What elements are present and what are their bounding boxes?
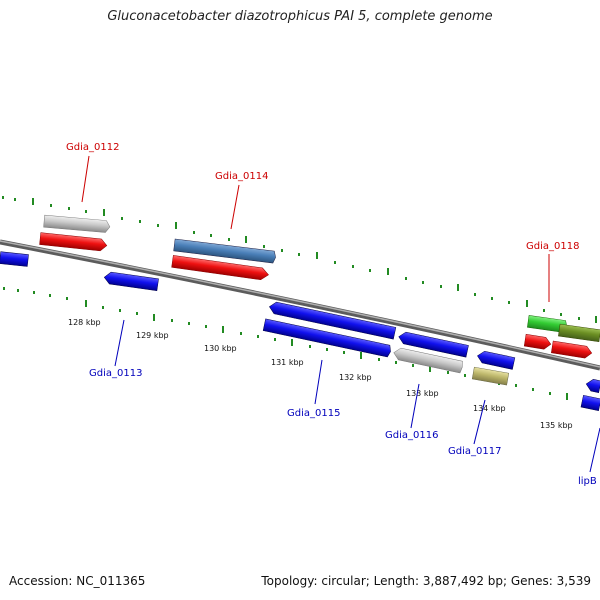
outer-ruler — [2, 196, 597, 323]
gene-feature-gdia0115-outer[interactable] — [268, 301, 397, 340]
gene-feature-gdia0112[interactable] — [39, 232, 108, 252]
tick-label-132: 132 kbp — [339, 373, 372, 382]
accession-text: Accession: NC_011365 — [9, 574, 146, 588]
gene-label-gdia0118[interactable]: Gdia_0118 — [526, 241, 579, 252]
tick-label-130: 130 kbp — [204, 344, 237, 353]
gene-feature-gdia0118[interactable] — [523, 333, 552, 350]
tick-label-129: 129 kbp — [136, 331, 169, 340]
gene-label-gdia0114[interactable]: Gdia_0114 — [215, 171, 268, 182]
gene-label-gdia0113[interactable]: Gdia_0113 — [89, 368, 142, 379]
gene-feature-grey-forward-1[interactable] — [43, 214, 111, 233]
label-leaders — [81, 155, 600, 473]
genome-backbone — [0, 239, 600, 371]
gene-feature-gdia0116[interactable] — [393, 347, 464, 374]
tick-label-133: 133 kbp — [406, 389, 439, 398]
inner-ruler — [3, 287, 585, 402]
gene-feature-blue-reverse-mid[interactable] — [398, 331, 469, 358]
gene-feature-olive-forward[interactable] — [558, 323, 600, 343]
gene-feature-red-forward-2[interactable] — [551, 340, 593, 359]
topology-text: Topology: circular; Length: 3,887,492 bp… — [261, 574, 591, 588]
gene-feature-gdia0117[interactable] — [471, 366, 510, 386]
tick-label-131: 131 kbp — [271, 358, 304, 367]
gene-feature-gdia0115[interactable] — [262, 318, 392, 358]
gene-feature-blue-reverse-right-1[interactable] — [585, 378, 600, 393]
gene-label-gdia0116[interactable]: Gdia_0116 — [385, 430, 438, 441]
map-title: Gluconacetobacter diazotrophicus PAI 5, … — [107, 9, 493, 24]
gene-feature-blue-reverse-left[interactable] — [0, 251, 29, 267]
gene-feature-lipB[interactable] — [580, 394, 600, 412]
gene-label-gdia0115[interactable]: Gdia_0115 — [287, 408, 340, 419]
gene-feature-gdia0114-partner[interactable] — [173, 238, 277, 264]
gene-label-gdia0117[interactable]: Gdia_0117 — [448, 446, 501, 457]
gene-label-gdia0112[interactable]: Gdia_0112 — [66, 142, 119, 153]
gene-label-lipB[interactable]: lipB — [578, 476, 597, 487]
gene-feature-gdia0114[interactable] — [171, 255, 270, 281]
tick-label-135: 135 kbp — [540, 421, 573, 430]
tick-label-128: 128 kbp — [68, 318, 101, 327]
genome-backbone-highlight — [0, 240, 600, 368]
gene-feature-blue-reverse-small[interactable] — [476, 350, 516, 370]
tick-label-134: 134 kbp — [473, 404, 506, 413]
gene-feature-gdia0113[interactable] — [103, 271, 159, 291]
